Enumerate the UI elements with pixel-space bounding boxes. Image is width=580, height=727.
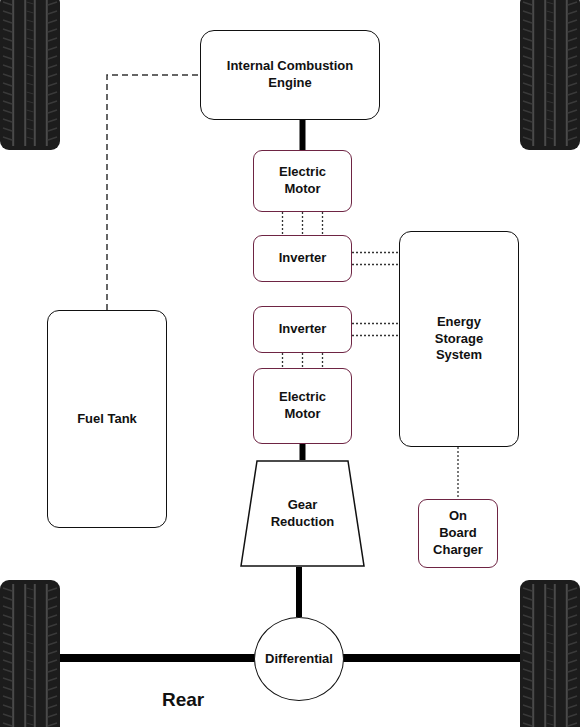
node-label: Differential [265, 651, 333, 668]
inverter-box: Inverter [253, 306, 352, 353]
node-label: Electric Motor [268, 164, 338, 198]
tire [0, 580, 60, 727]
differential-circle: Differential [254, 617, 344, 701]
node-label: Inverter [279, 250, 327, 267]
fuel-tank-box: Fuel Tank [47, 310, 167, 528]
node-label: On Board Charger [430, 508, 486, 559]
fuel-line [107, 75, 200, 310]
drive-shaft [299, 567, 300, 617]
gear-reduction-trapezoid: Gear Reduction [240, 460, 365, 567]
electrical-connection [458, 447, 459, 499]
inverter-box: Inverter [253, 235, 352, 282]
node-label: Internal Combustion Engine [215, 58, 365, 92]
motor-box: Electric Motor [253, 150, 352, 212]
electrical-connection [352, 324, 399, 336]
engine-box: Internal Combustion Engine [200, 30, 380, 120]
tire [0, 0, 60, 150]
axle-label: Rear [162, 689, 204, 711]
electrical-connection [283, 212, 323, 235]
motor-box: Electric Motor [253, 368, 352, 444]
drive-shaft [302, 444, 303, 460]
node-label: Fuel Tank [77, 411, 137, 428]
charger-box: On Board Charger [418, 499, 498, 568]
node-label: Electric Motor [268, 389, 338, 423]
drive-shaft [302, 120, 303, 150]
node-label: Inverter [279, 321, 327, 338]
electrical-connection [352, 253, 399, 265]
tire [520, 580, 580, 727]
battery-box: Energy Storage System [399, 231, 519, 447]
node-label: Gear Reduction [263, 497, 343, 531]
node-label: Energy Storage System [423, 314, 495, 365]
tire [520, 0, 580, 150]
electrical-connection [283, 353, 323, 368]
